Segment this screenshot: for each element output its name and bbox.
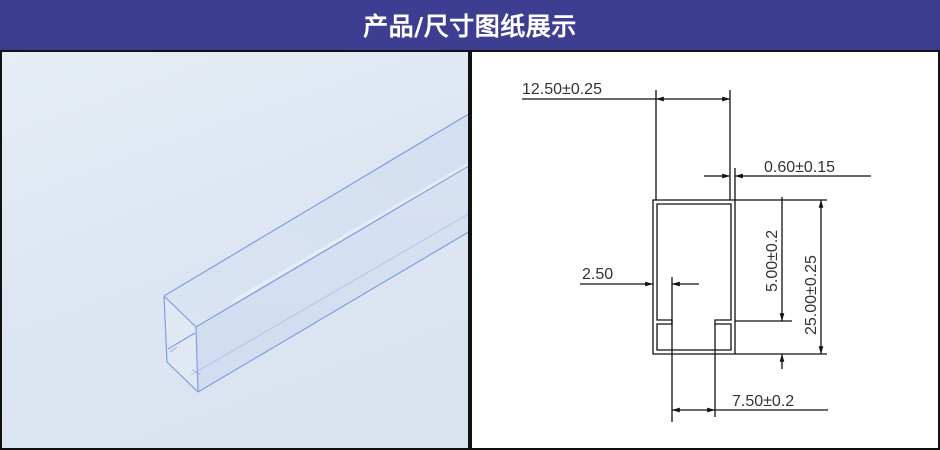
width-dimension-label: 12.50±0.25 — [522, 81, 602, 98]
height-dimension-label: 25.00±0.25 — [803, 255, 820, 335]
transparent-tube-image — [163, 113, 468, 393]
dimension-drawing-panel: 12.50±0.25 0.60±0.15 2.50 7.50±0.2 5.00±… — [470, 50, 940, 450]
header-banner: 产品/尺寸图纸展示 — [0, 0, 940, 50]
lip-gap-dimension-label: 2.50 — [582, 266, 613, 283]
product-photo-panel — [0, 50, 470, 450]
wall-thickness-dimension-label: 0.60±0.15 — [764, 159, 835, 176]
page-title: 产品/尺寸图纸展示 — [363, 12, 577, 41]
opening-dimension-label: 7.50±0.2 — [732, 393, 794, 410]
profile-cross-section-drawing: 12.50±0.25 0.60±0.15 2.50 7.50±0.2 5.00±… — [522, 81, 871, 422]
lip-depth-dimension-label: 5.00±0.2 — [764, 230, 781, 292]
